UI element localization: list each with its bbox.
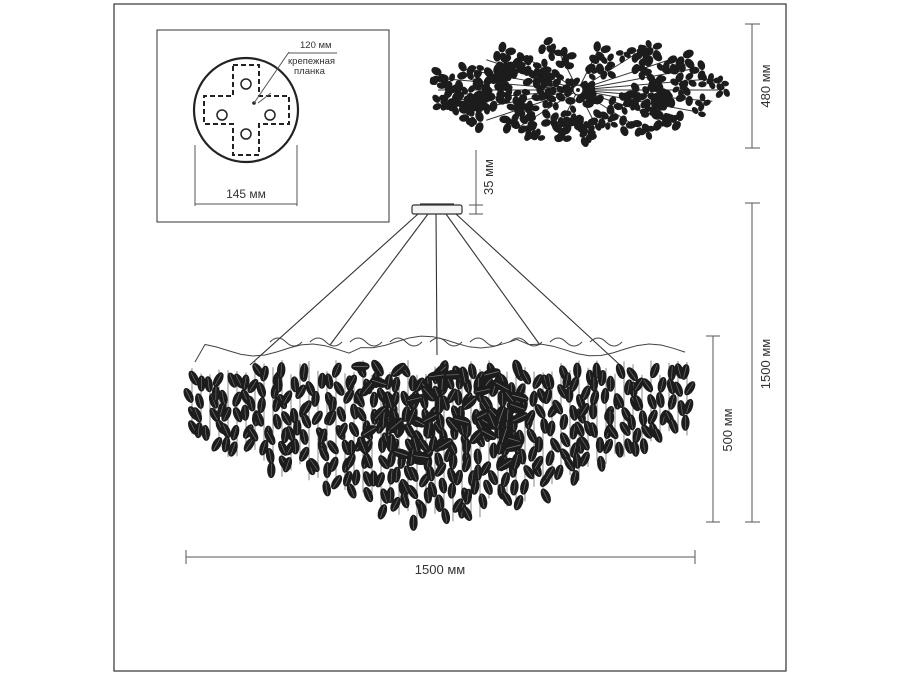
branch-frame [194,335,686,363]
crystal-leaf [638,437,650,455]
crystal-leaf [334,404,349,424]
crystal-leaf [328,472,345,492]
mount-screw-hole [264,109,276,121]
crystal-leaf [613,362,628,381]
crystal-leaf [266,461,276,479]
crystal-leaf [655,375,669,394]
crystal-leaf [508,478,520,497]
crystal-leaf [309,408,326,428]
crystal-leaf [329,360,344,380]
crystal-leaf [476,492,489,511]
crystal-leaf [681,379,698,398]
crystal-leaf [613,440,625,459]
crystal-leaf [665,392,679,411]
mount-width-label: 145 мм [226,187,266,201]
crystal-leaf [680,414,691,432]
suspension-cables [249,213,621,366]
crystal-leaf [350,361,371,372]
crystal-leaf [558,413,570,431]
crystal-leaf [375,502,390,522]
crystal-leaf [595,455,607,473]
top-view-depth-label: 480 мм [758,64,773,107]
crystal-leaf [589,375,599,392]
crystal-leaf [472,447,483,466]
sheet-frame [113,3,787,672]
top-view [422,33,734,149]
crystal-leaf [518,477,531,496]
crystal-leaf [543,449,557,468]
crystal-leaf [228,423,242,442]
crystal-leaf [595,436,605,454]
mount-offset-label: 120 мм [300,40,332,51]
crystal-leaf [210,370,227,389]
width-label: 1500 мм [415,562,465,577]
crystal-leaf [538,486,554,506]
mount-screw-hole [240,78,252,90]
crystal-leaf [605,409,615,426]
canopy-height-label: 35 мм [481,159,496,195]
mount-detail-frame [156,29,390,223]
crystal-leaves [181,357,698,532]
crystal-leaf [331,379,347,398]
mount-screw-hole [216,109,228,121]
crystal-leaf [350,468,362,487]
total-height-label: 1500 мм [758,339,773,389]
crystal-leaf [346,420,362,439]
bracket-label-line1: крепежная [288,56,335,67]
crystal-leaf [361,485,376,504]
body-height-dimension: 500 мм [706,335,735,523]
body-height-label: 500 мм [720,408,735,451]
canopy [411,204,463,215]
crystal-leaf [511,493,526,512]
canopy-height-dimension: 35 мм [469,150,496,215]
width-dimension: 1500 мм [185,550,696,577]
total-height-dimension: 1500 мм [745,202,773,523]
crystal-leaf [321,479,333,498]
mount-detail: 120 мм крепежная планка 145 мм [156,29,390,223]
crystal-leaf [437,476,449,495]
crystal-leaf [647,361,662,380]
crystal-leaf [572,362,583,380]
crystal-leaf [446,481,458,500]
crystal-leaf [637,409,649,427]
bracket-label-line2: планка [294,66,326,77]
crystal-leaf [408,514,419,532]
top-view-depth-dimension: 480 мм [745,23,773,149]
mount-plate [192,56,300,164]
front-view [181,203,698,532]
crystal-leaf [181,386,197,405]
crystal-leaf [588,402,598,420]
top-view-flower [534,33,562,62]
mount-screw-hole [240,128,252,140]
